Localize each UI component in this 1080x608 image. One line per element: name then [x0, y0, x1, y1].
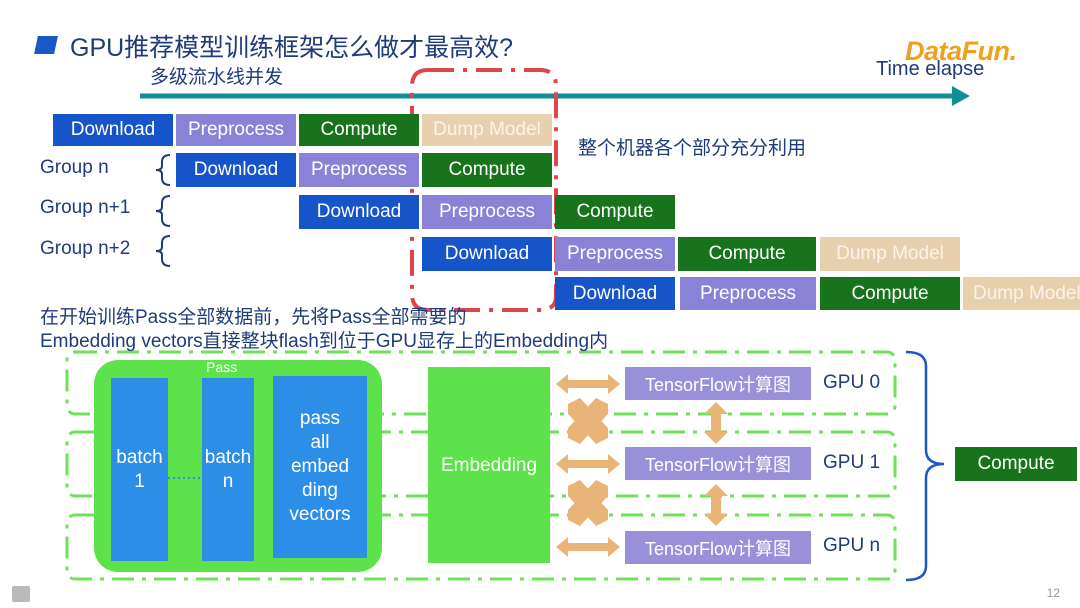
pass-label: Pass — [206, 359, 238, 375]
orange-arrows — [556, 374, 728, 557]
row1-preprocess-block: Preprocess — [299, 153, 419, 187]
row1-download-block: Download — [176, 153, 296, 187]
footer-logo-icon — [12, 586, 30, 602]
double-arrow-icon — [556, 374, 620, 394]
gpun-dashed-row — [65, 513, 897, 581]
row0-compute-block: Compute — [299, 114, 419, 146]
row3-compute-block: Compute — [678, 237, 816, 271]
gpu0-dashed-row — [65, 350, 897, 416]
tf-graph-gpun: TensorFlow计算图 — [625, 531, 811, 564]
tf-graph-gpu1: TensorFlow计算图 — [625, 447, 811, 480]
flash-note-line1: 在开始训练Pass全部数据前，先将Pass全部需要的 — [40, 307, 467, 328]
embedding-label: Embedding — [440, 455, 538, 476]
flash-note-line2: Embedding vectors直接整块flash到位于GPU显存上的Embe… — [40, 331, 609, 352]
row3-download-block: Download — [422, 237, 552, 271]
row4-compute-block: Compute — [820, 277, 960, 310]
row2-compute-block: Compute — [555, 195, 675, 229]
batch-1-line2: 1 — [134, 470, 145, 492]
group-n2-label: Group n+2 — [40, 238, 131, 259]
subtitle: 多级流水线并发 — [150, 67, 284, 88]
batch-n-line1: batch — [204, 446, 252, 468]
embedding-block — [428, 367, 550, 563]
cross-arrow-icon — [568, 398, 608, 444]
double-arrow-icon — [556, 537, 620, 557]
utilization-note: 整个机器各个部分充分利用 — [578, 138, 807, 159]
tf-graph-gpu0: TensorFlow计算图 — [625, 367, 811, 400]
group-n2-brace — [155, 235, 171, 267]
row3-preprocess-block: Preprocess — [555, 237, 675, 271]
row4-preprocess-block: Preprocess — [680, 277, 816, 310]
row0-download-block: Download — [53, 114, 173, 146]
cross-arrow-icon — [568, 480, 608, 526]
row2-preprocess-block: Preprocess — [422, 195, 552, 229]
gpu-group-brace — [905, 350, 945, 582]
page-number: 12 — [1046, 586, 1060, 600]
gpu-n-label: GPU n — [823, 535, 881, 556]
row0-dump-model-block: Dump Model — [422, 114, 552, 146]
row2-download-block: Download — [299, 195, 419, 229]
compute-summary-block: Compute — [955, 447, 1077, 481]
double-arrow-icon — [556, 454, 620, 474]
time-elapse-label: Time elapse — [876, 58, 985, 80]
pass-all-line: embed — [290, 456, 350, 477]
pass-all-line: pass — [299, 408, 341, 429]
row0-preprocess-block: Preprocess — [176, 114, 296, 146]
row4-dump-model-block: Dump Model — [963, 277, 1080, 310]
group-n1-label: Group n+1 — [40, 197, 131, 218]
pass-all-line: ding — [302, 480, 338, 501]
batch-n-block: batch n — [202, 378, 254, 561]
time-arrow-head-icon — [952, 86, 970, 106]
vertical-double-arrow-icon — [704, 402, 728, 444]
batch-1-block: batch 1 — [111, 378, 168, 561]
row1-compute-block: Compute — [422, 153, 552, 187]
pass-all-line: all — [310, 432, 330, 453]
vertical-double-arrow-icon — [704, 484, 728, 526]
row3-dump-model-block: Dump Model — [820, 237, 960, 271]
group-n-brace — [155, 154, 171, 186]
row4-download-block: Download — [555, 277, 675, 310]
group-n1-brace — [155, 195, 171, 227]
highlight-dashed-box — [410, 68, 558, 312]
gpu-0-label: GPU 0 — [823, 372, 881, 393]
gpu-1-label: GPU 1 — [823, 452, 881, 473]
page-title: GPU推荐模型训练框架怎么做才最高效? — [70, 34, 514, 62]
pass-all-embedding-block: pass all embed ding vectors — [273, 376, 367, 558]
group-n-label: Group n — [40, 157, 109, 178]
batch-n-line2: n — [222, 470, 234, 492]
pass-all-line: vectors — [289, 504, 351, 525]
datafun-logo: DataFun. — [905, 36, 1017, 66]
batch-1-line1: batch — [116, 446, 163, 468]
